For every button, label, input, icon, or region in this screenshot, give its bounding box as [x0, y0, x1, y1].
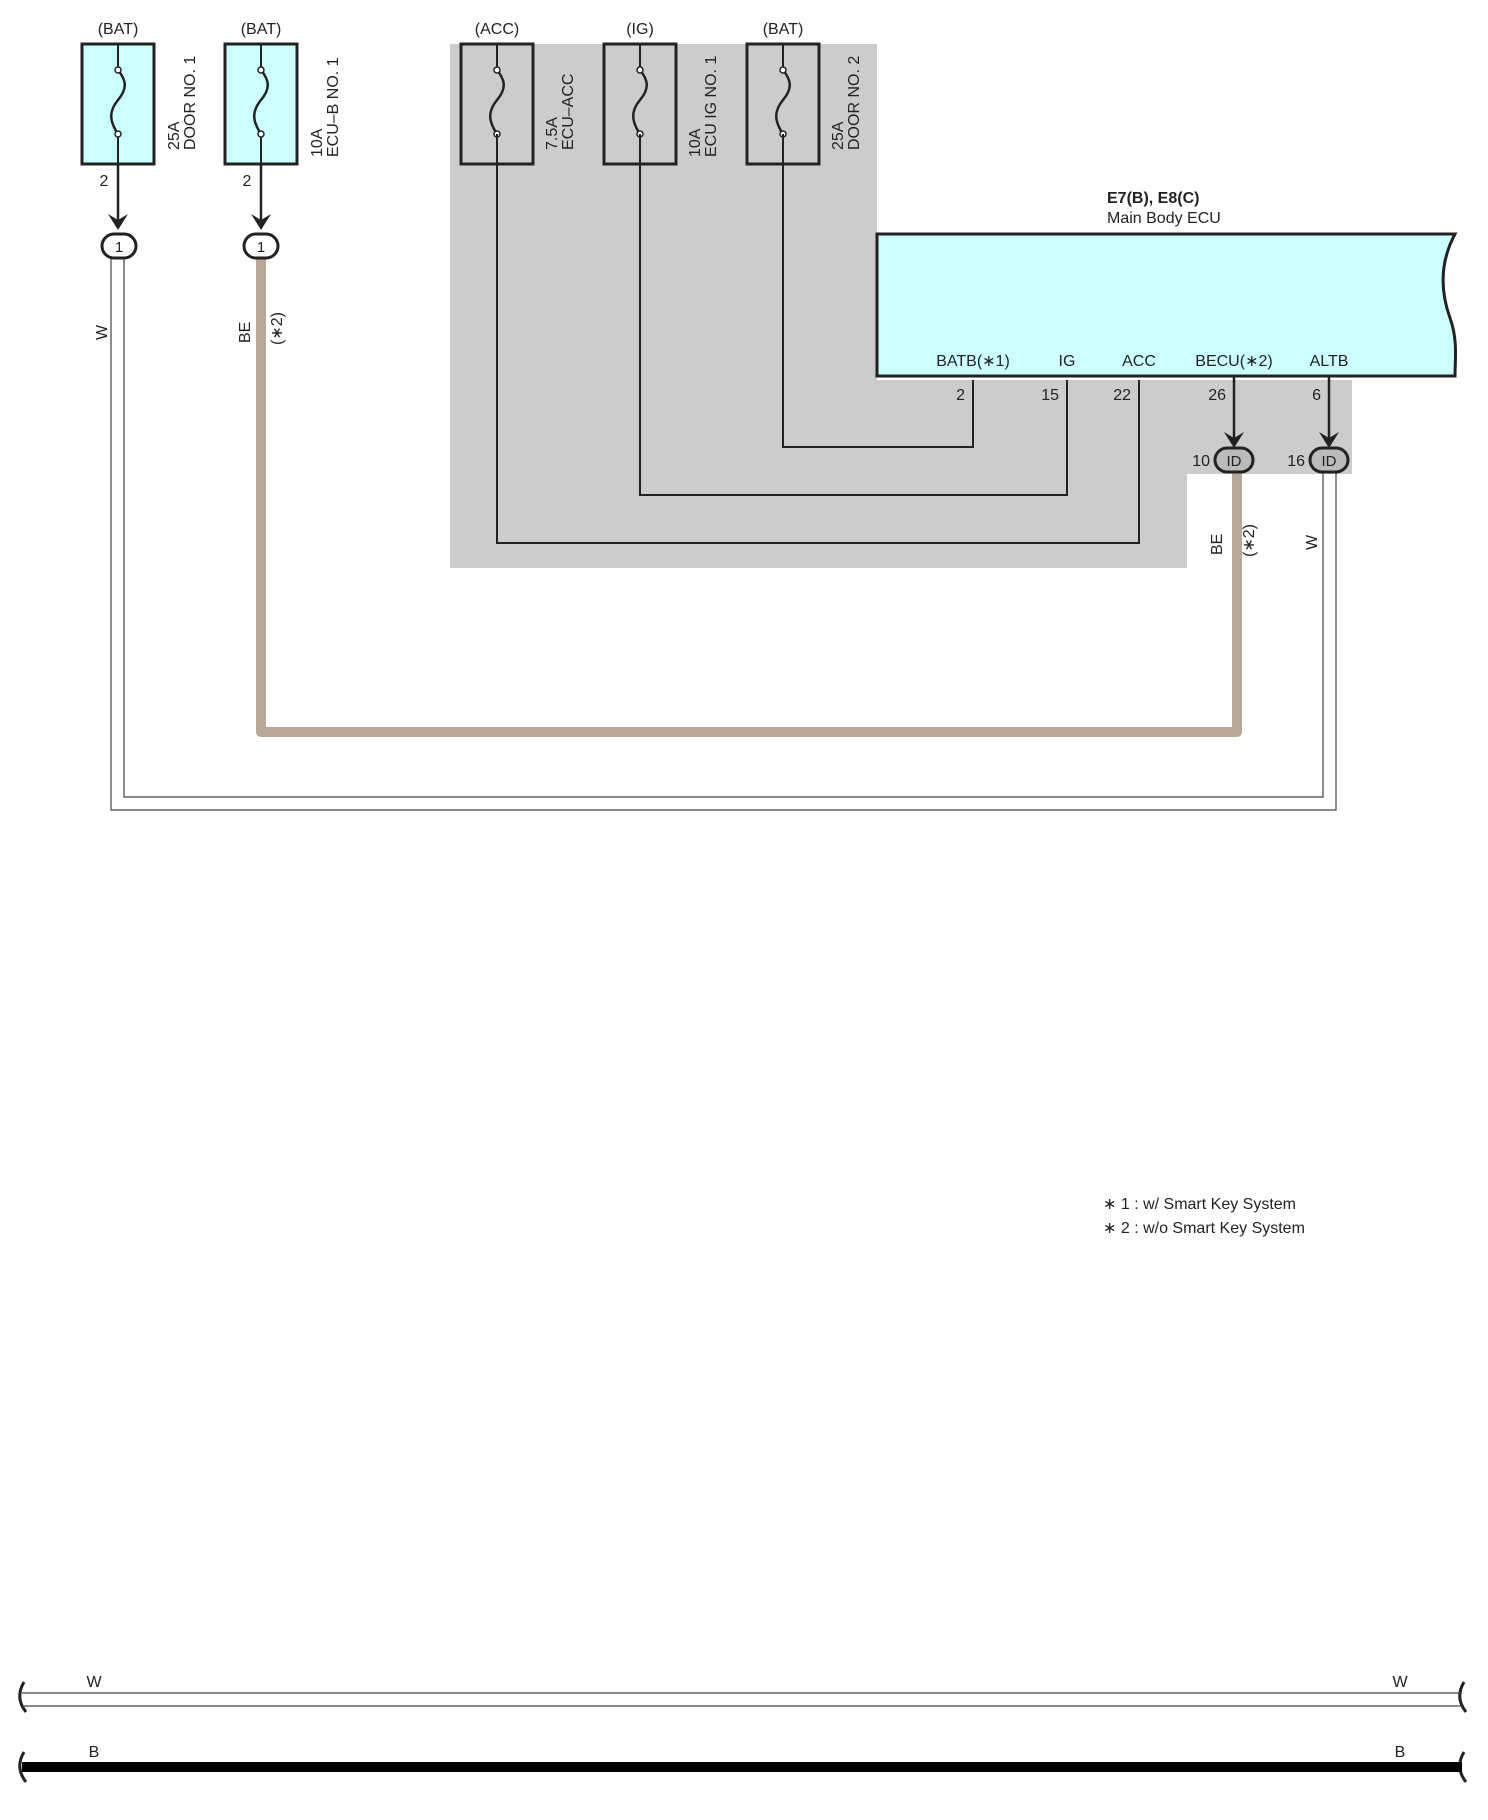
fuse-rating: 10A: [687, 128, 704, 157]
bus-wire-b: B B: [18, 1744, 1468, 1783]
bus-label-right: W: [1392, 1674, 1408, 1691]
bus-wire-w: W W: [18, 1674, 1468, 1713]
fuse-ecu-b-no1: (BAT) 10A ECU–B NO. 1 2: [223, 21, 342, 190]
wire-be-loop: [256, 255, 1242, 737]
wire-color-label: BE: [1209, 534, 1226, 555]
wires-ecu-inputs: [496, 134, 1140, 544]
wire-color-label: W: [94, 324, 111, 340]
wire-w-left-loop: [110, 258, 1337, 811]
connector-pin: 1: [115, 239, 123, 256]
fuse-ecu-acc: (ACC) 7.5A ECU–ACC: [459, 21, 577, 166]
terminal-pin: 26: [1208, 387, 1226, 404]
footnote-1: ∗ 1 : w/ Smart Key System: [1103, 1196, 1296, 1213]
fuse-name: ECU–ACC: [560, 74, 577, 150]
connector-pin: 10: [1192, 453, 1210, 470]
wire-note: (∗2): [1241, 524, 1258, 557]
footnote-2: ∗ 2 : w/o Smart Key System: [1103, 1220, 1305, 1237]
terminal-pin: 22: [1113, 387, 1131, 404]
fuse-source-label: (ACC): [475, 21, 519, 38]
terminal-label: BATB(∗1): [936, 353, 1010, 370]
wire-color-label: BE: [237, 322, 254, 343]
fuse-rating: 25A: [166, 121, 183, 150]
connector-right-w: ID 16 W: [1287, 376, 1350, 550]
fuse-name: ECU–B NO. 1: [325, 57, 342, 157]
main-body-ecu: E7(B), E8(C) Main Body ECU BATB(∗1) IG A…: [875, 190, 1458, 404]
fuse-name: DOOR NO. 2: [846, 56, 863, 150]
ecu-name: Main Body ECU: [1107, 210, 1221, 227]
footnotes: ∗ 1 : w/ Smart Key System ∗ 2 : w/o Smar…: [1103, 1196, 1305, 1237]
wire-note: (∗2): [269, 312, 286, 345]
fuse-rating: 10A: [309, 128, 326, 157]
fuse-rating: 7.5A: [544, 117, 561, 150]
connector-pin: 1: [257, 239, 265, 256]
fuse-pin: 2: [243, 173, 252, 190]
shaded-area: [450, 44, 1352, 568]
bus-label-right: B: [1395, 1744, 1406, 1761]
connector-code: ID: [1227, 453, 1242, 470]
fuse-source-label: (IG): [626, 21, 654, 38]
terminal-pin: 2: [956, 387, 965, 404]
fuse-ecu-ig-no1: (IG) 10A ECU IG NO. 1: [602, 21, 720, 166]
fuse-door-no2: (BAT) 25A DOOR NO. 2: [745, 21, 863, 166]
connector-right-be: ID 10 BE (∗2): [1192, 376, 1258, 557]
bus-label-left: B: [89, 1744, 100, 1761]
fuse-source-label: (BAT): [763, 21, 804, 38]
terminal-pin: 6: [1312, 387, 1321, 404]
fuse-source-label: (BAT): [241, 21, 282, 38]
connector-code: ID: [1322, 453, 1337, 470]
connector-pin: 16: [1287, 453, 1305, 470]
fuse-door-no1: (BAT) 25A DOOR NO. 1 2: [80, 21, 199, 190]
ecu-code: E7(B), E8(C): [1107, 190, 1199, 207]
wire-color-label: W: [1304, 534, 1321, 550]
fuse-pin: 2: [100, 173, 109, 190]
terminal-label: IG: [1059, 353, 1076, 370]
connector-left-w: 1 W: [94, 164, 138, 340]
bus-label-left: W: [86, 1674, 102, 1691]
fuse-name: ECU IG NO. 1: [703, 56, 720, 157]
terminal-label: BECU(∗2): [1195, 353, 1272, 370]
fuse-source-label: (BAT): [98, 21, 139, 38]
terminal-label: ALTB: [1310, 353, 1349, 370]
fuse-rating: 25A: [830, 121, 847, 150]
terminal-pin: 15: [1041, 387, 1059, 404]
terminal-label: ACC: [1122, 353, 1156, 370]
fuse-name: DOOR NO. 1: [182, 56, 199, 150]
connector-left-be: 1 BE (∗2): [237, 164, 286, 345]
